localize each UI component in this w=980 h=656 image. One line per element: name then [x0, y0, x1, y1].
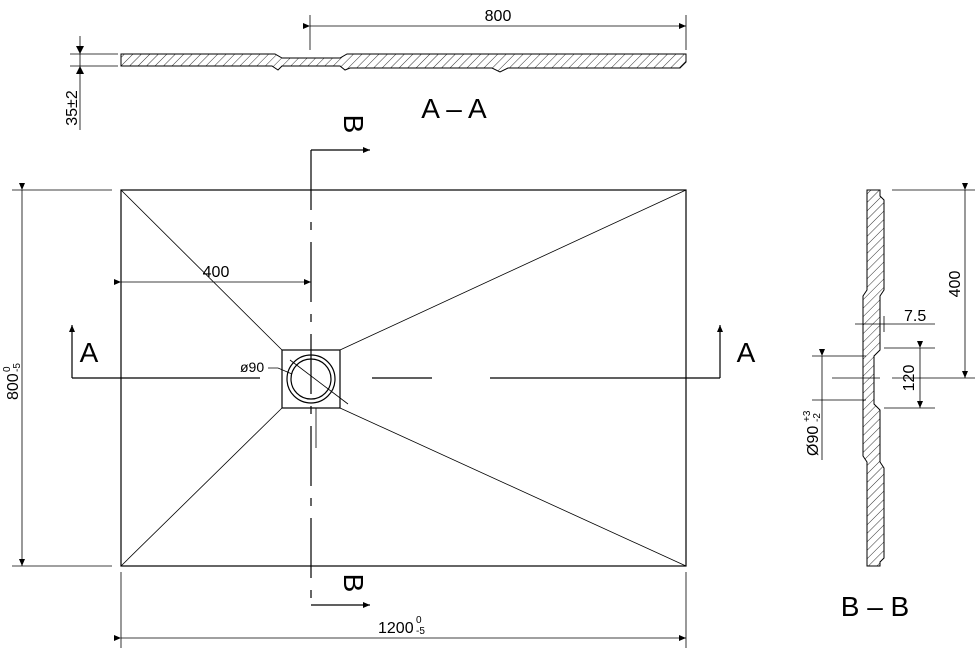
depth-tol-upper: 0 — [2, 366, 13, 372]
section-line-a: A A — [69, 325, 756, 379]
bb-hole-label: Ø90 — [805, 426, 822, 456]
bb-drain-dimension: 120 — [884, 341, 935, 409]
bb-hole-tol-lower: -2 — [812, 413, 823, 422]
aa-length-dimension: 800 — [303, 8, 687, 50]
width-label: 1200 — [378, 620, 414, 637]
marker-b-top: B — [338, 115, 369, 134]
bb-step-dimension: 7.5 — [855, 308, 935, 332]
section-aa-title: A – A — [421, 93, 487, 124]
marker-a-left: A — [80, 337, 99, 368]
section-line-b: B B — [310, 115, 370, 608]
bb-half-dimension: 400 — [892, 183, 975, 379]
half-width-label: 400 — [203, 264, 230, 281]
width-dimension: 1200 0 -5 — [114, 572, 687, 648]
depth-label: 800 — [5, 373, 22, 400]
section-aa-profile — [120, 53, 687, 73]
bb-hole-dimension: Ø90 +3 -2 — [802, 349, 880, 460]
aa-thickness-dimension: 35±2 — [64, 36, 118, 130]
depth-tol-lower: -5 — [12, 363, 23, 372]
drain — [281, 349, 349, 409]
bb-half-label: 400 — [947, 271, 964, 298]
bb-drain-label: 120 — [901, 365, 918, 392]
section-bb-title: B – B — [841, 591, 909, 622]
aa-thickness-label: 35±2 — [64, 90, 81, 126]
marker-a-right: A — [737, 337, 756, 368]
bb-step-label: 7.5 — [904, 308, 926, 325]
depth-dimension: 800 0 -5 — [2, 183, 112, 567]
width-tol-lower: -5 — [416, 626, 425, 637]
marker-b-bottom: B — [338, 574, 369, 593]
half-width-dimension: 400 — [114, 264, 311, 285]
width-tol-upper: 0 — [416, 615, 422, 626]
bb-hole-tol-upper: +3 — [802, 410, 813, 422]
drain-diameter-callout: ø90 — [240, 359, 293, 375]
slope-lines — [120, 189, 687, 567]
drain-diameter-label: ø90 — [240, 359, 264, 375]
aa-length-label: 800 — [485, 8, 512, 25]
